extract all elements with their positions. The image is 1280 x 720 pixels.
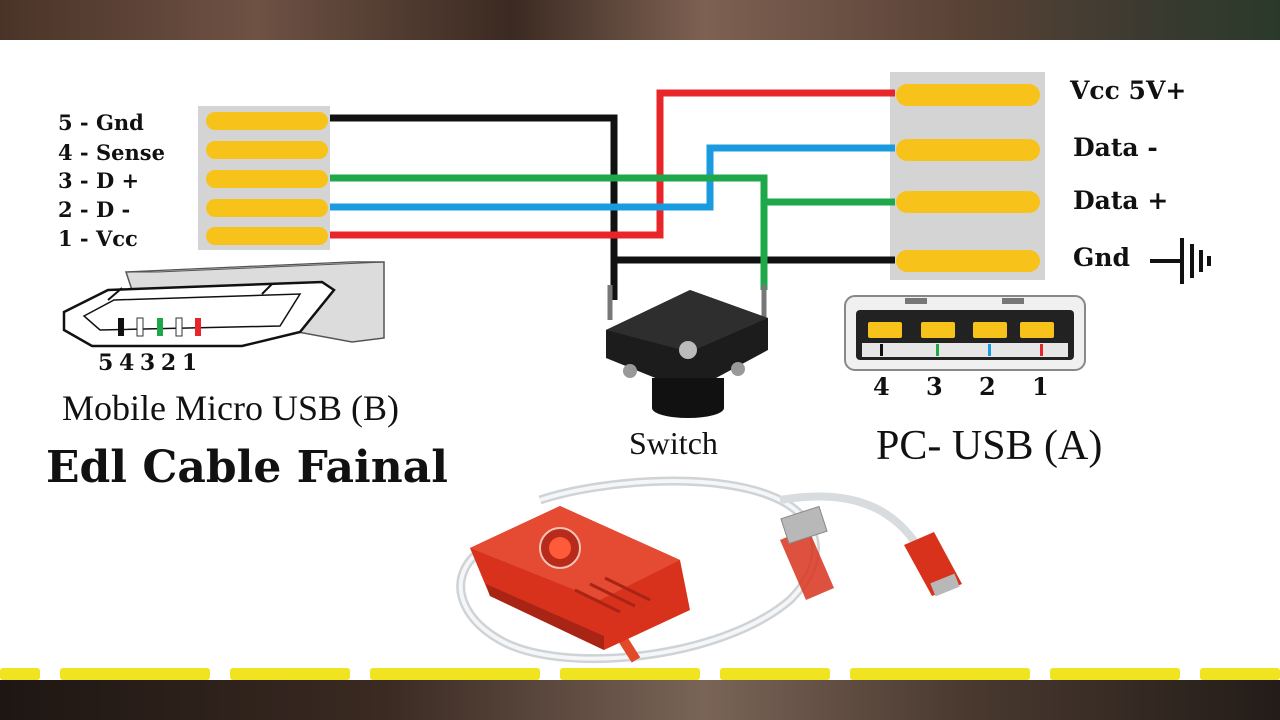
pc-usb-caption: PC- USB (A) [876,423,1103,469]
pc-usb-pin-block [890,72,1045,280]
edl-cable-photo [456,476,962,664]
micro-usb-pin-1-label: 1 - Vcc [58,226,138,251]
gnd-wire [330,114,895,264]
wires [330,89,895,300]
micro-usb-pin-2-label: 2 - D - [58,197,131,222]
pc-usb-pin-number-2: 2 [979,372,996,401]
data-plus-wire [330,174,768,290]
pc-usb-pin-number-4: 4 [873,372,890,401]
pc-usb-pin-number-3: 3 [926,372,943,401]
pc-usb-pin-number-1: 1 [1032,372,1049,401]
pc-usb-gnd-label: Gnd [1073,243,1131,272]
subtitle-text-band [0,664,1280,686]
push-switch-drawing [606,285,768,418]
micro-usb-pin-3-label: 3 - D + [58,168,140,193]
switch-label: Switch [629,425,718,461]
pc-usb-vcc-label: Vcc 5V+ [1070,76,1187,105]
micro-usb-pin-numbers: 5 4 3 2 1 [98,350,198,376]
micro-usb-pin-block [198,106,330,250]
micro-usb-pin-4-label: 4 - Sense [58,140,165,165]
vcc-wire [330,89,895,239]
video-bottom-background [0,680,1280,720]
micro-usb-pin-5-label: 5 - Gnd [58,110,144,135]
pc-usb-data-minus-label: Data - [1073,133,1158,162]
usb-a-port-drawing [844,295,1086,371]
diagram-title: Edl Cable Fainal [46,442,448,493]
video-top-background [0,0,1280,40]
micro-usb-caption: Mobile Micro USB (B) [62,388,399,428]
ground-symbol-icon [1150,238,1211,284]
micro-usb-connector-drawing [62,261,385,348]
pc-usb-data-plus-label: Data + [1073,186,1169,215]
